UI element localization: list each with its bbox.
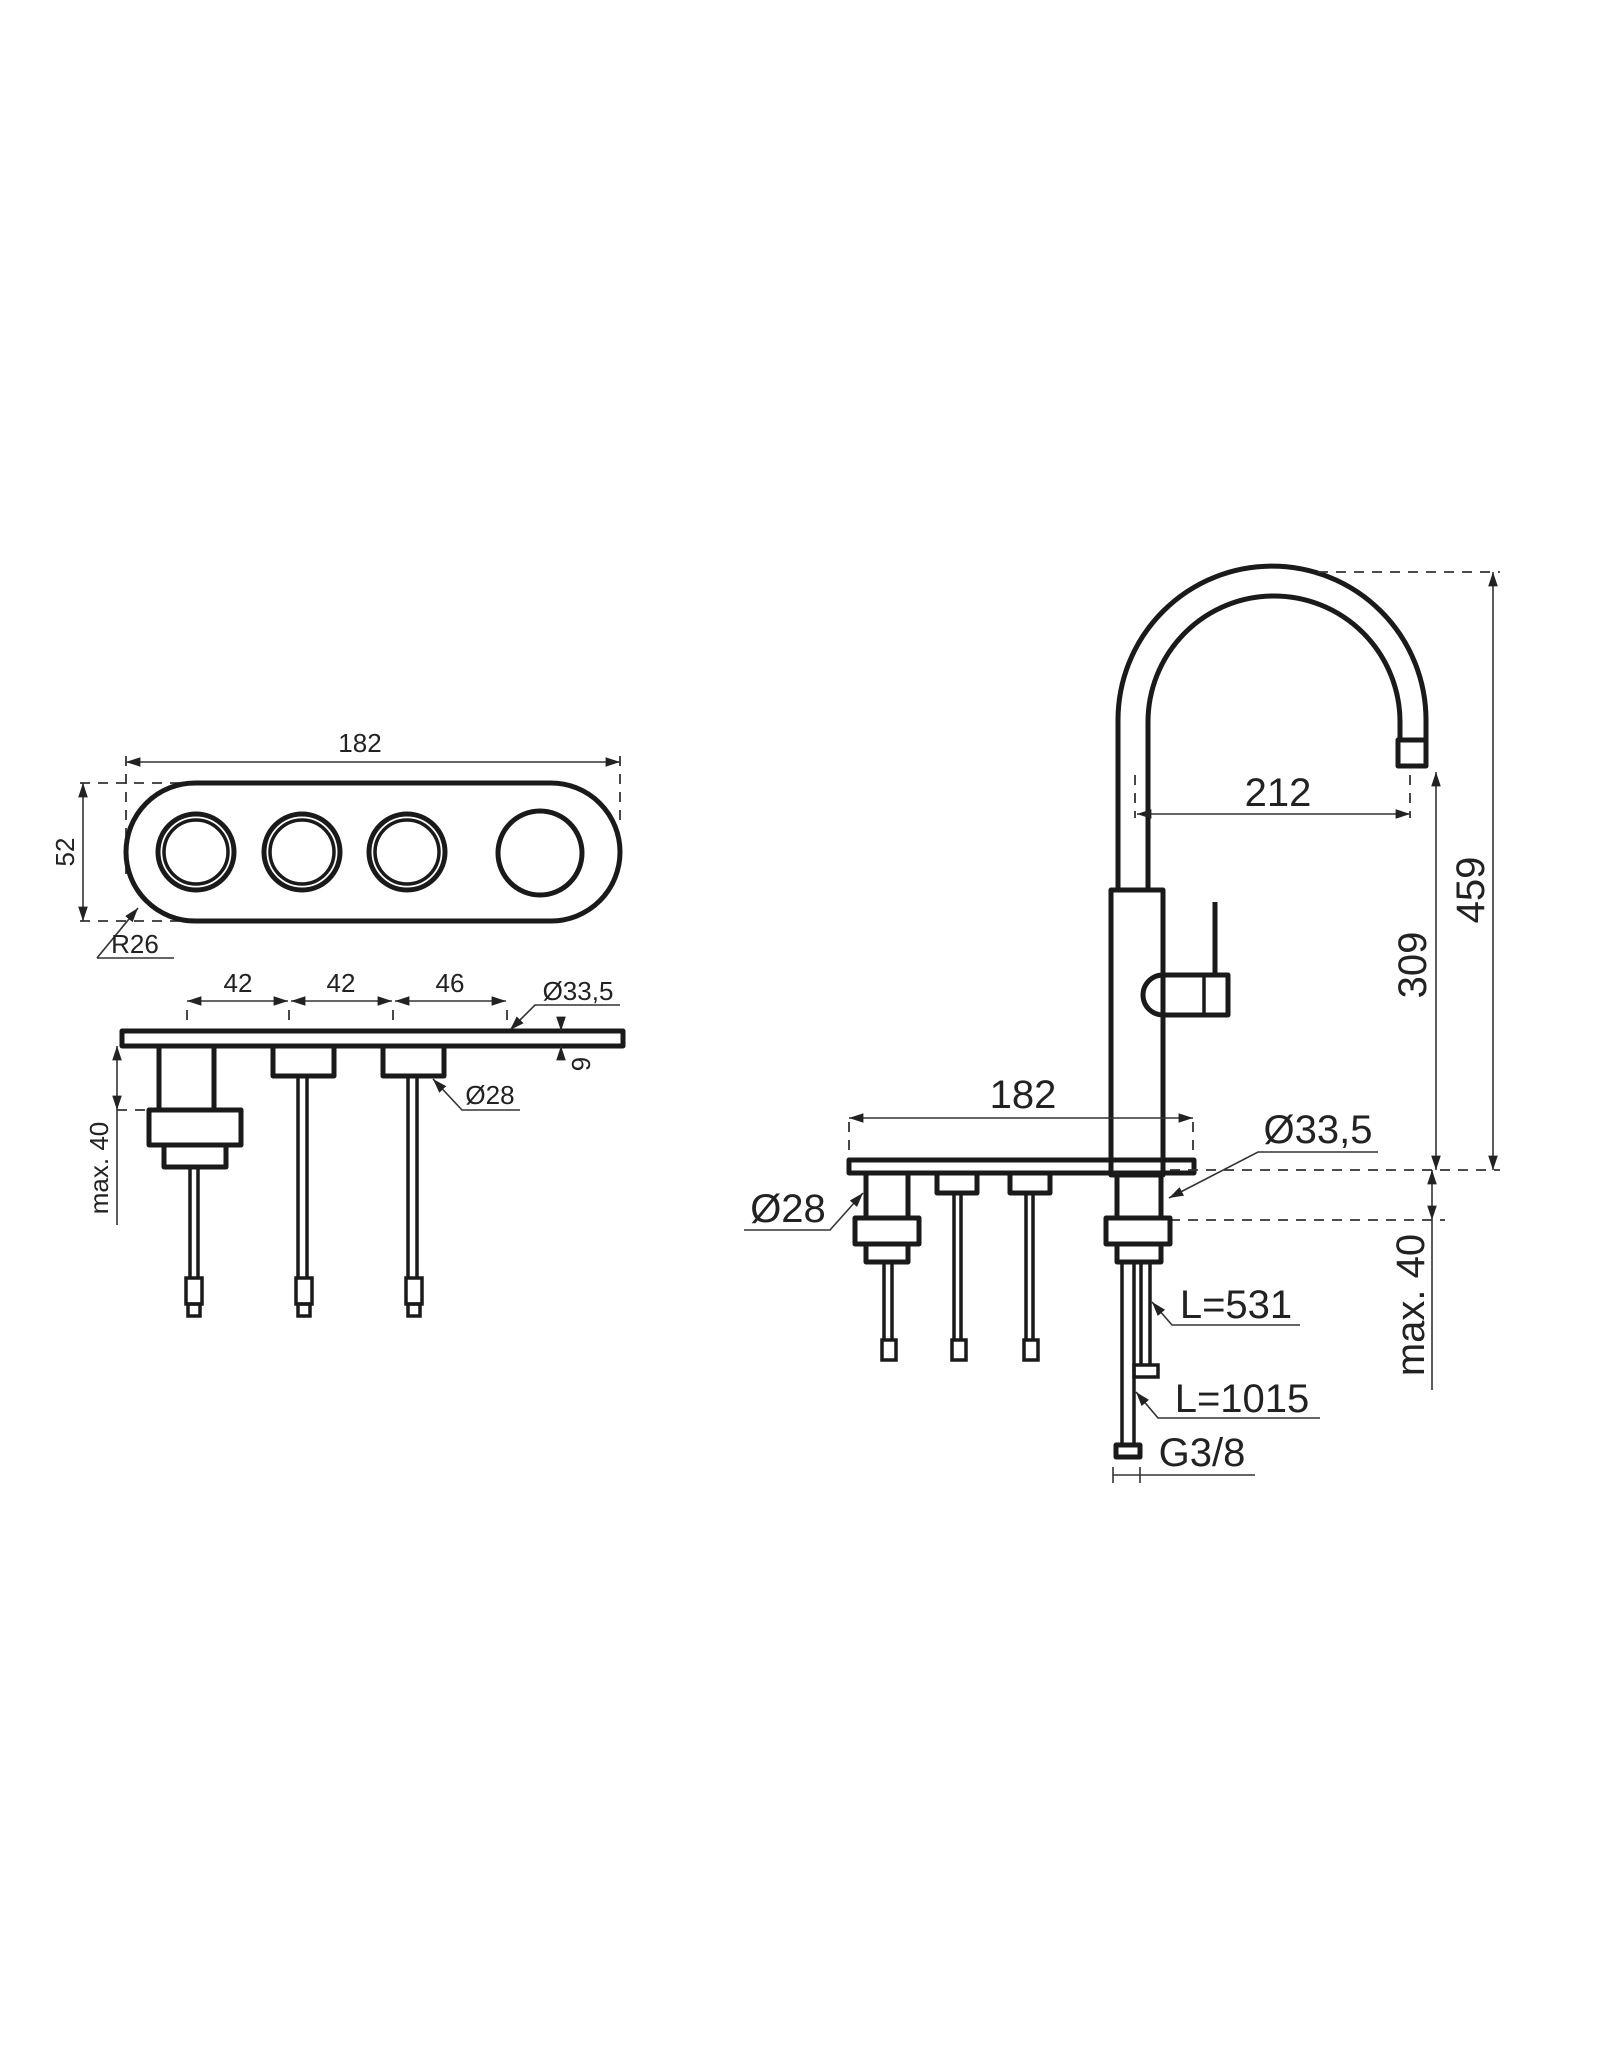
spout-height-label: 309 (1391, 932, 1435, 999)
plate-width-label: 182 (990, 1073, 1057, 1117)
lever-handle (1140, 972, 1231, 1018)
faucet-elevation-view: 212 309 459 182 Ø33,5 max. 40 (744, 563, 1500, 1483)
body-diameter-label: Ø33,5 (543, 976, 614, 1006)
plate-thickness-label: 6 (566, 1057, 596, 1071)
knob-2 (261, 811, 343, 893)
spout-reach-label: 212 (1245, 771, 1312, 815)
top-plan-view: 182 52 R26 (50, 728, 623, 959)
body-diameter-label-right: Ø33,5 (1264, 1108, 1373, 1152)
total-height-label: 459 (1449, 857, 1493, 924)
spout-hole (495, 808, 585, 898)
plan-width-label: 182 (338, 728, 381, 758)
plan-radius-label: R26 (111, 929, 159, 959)
side-plate (119, 1028, 626, 1049)
max-depth-label-right: max. 40 (1389, 1234, 1433, 1376)
control-diameter-label: Ø28 (465, 1080, 514, 1110)
spacing-1-label: 42 (224, 968, 253, 998)
max-depth-label: max. 40 (84, 1122, 114, 1215)
spout-inner (1145, 593, 1403, 890)
side-elevation-view: 42 42 46 Ø33,5 6 Ø28 (84, 968, 626, 1318)
thread-label: G3/8 (1159, 1431, 1246, 1475)
faucet-body (1108, 887, 1166, 1178)
spacing-3-label: 46 (436, 968, 465, 998)
short-hose-label: L=531 (1180, 1283, 1292, 1327)
aerator (1395, 737, 1429, 769)
knob-3 (366, 811, 448, 893)
long-hose-label: L=1015 (1175, 1377, 1310, 1421)
plan-height-label: 52 (50, 838, 80, 867)
spout-outer (1115, 563, 1429, 890)
knob-1 (155, 811, 237, 893)
spacing-2-label: 42 (327, 968, 356, 998)
escutcheon-plate (123, 780, 623, 924)
control-diameter-label-right: Ø28 (750, 1187, 826, 1231)
g38-connector (1113, 1442, 1143, 1460)
